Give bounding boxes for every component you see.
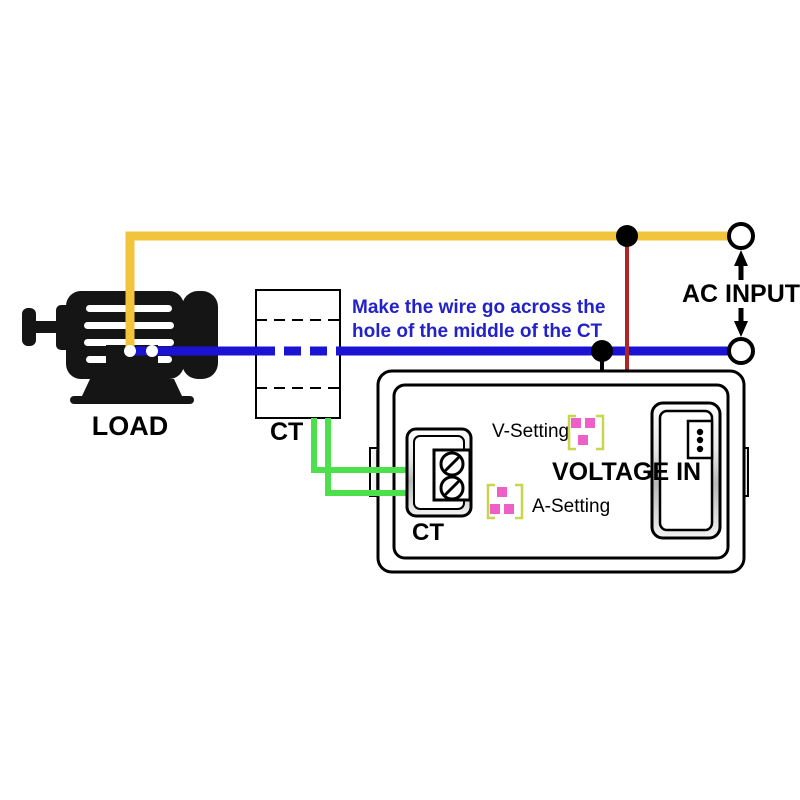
arrow-up-icon [734, 250, 748, 280]
motor-terminal-dot-live [124, 345, 136, 357]
motor-load-graphic: LOAD [22, 291, 218, 441]
v-setting-group[interactable]: V-Setting [492, 414, 605, 451]
voltage-in-label: VOLTAGE IN [552, 458, 701, 486]
motor-base-plinth [82, 379, 182, 396]
meter-ct-terminal-block[interactable]: CT [405, 427, 473, 546]
connector-pin-3 [696, 445, 704, 453]
motor-rear-bell [182, 291, 218, 379]
motor-shaft [36, 321, 58, 333]
connector-pin-2 [696, 436, 704, 444]
junction-dot-live [616, 225, 638, 247]
motor-shaft-cap [22, 308, 36, 346]
three-pin-connector-icon[interactable] [686, 419, 714, 460]
ct-instruction-note: Make the wire go across the hole of the … [352, 297, 605, 342]
ac-input-label: AC INPUT [682, 280, 800, 308]
ac-input-terminal-top[interactable] [727, 222, 755, 250]
arrow-down-icon [734, 308, 748, 337]
screw-terminal-icon[interactable] [439, 475, 465, 501]
note-line-2: hole of the middle of the CT [352, 321, 603, 342]
ac-input-group: AC INPUT [682, 222, 800, 365]
ac-input-terminal-bottom[interactable] [727, 337, 755, 365]
a-setting-label: A-Setting [532, 496, 610, 517]
note-line-1: Make the wire go across the [352, 297, 605, 318]
ct-terminal-label: CT [412, 519, 444, 546]
wire-live-yellow [125, 231, 740, 351]
motor-terminal-dot-neutral [146, 345, 158, 357]
ct-transformer-label: CT [270, 418, 303, 446]
voltage-in-module: VOLTAGE IN [552, 401, 722, 540]
junction-dot-neutral [591, 340, 613, 362]
v-setting-label: V-Setting [492, 421, 569, 442]
bracket-squares-icon [567, 414, 605, 451]
motor-base-foot [70, 396, 194, 404]
a-setting-group[interactable]: A-Setting [486, 483, 610, 520]
screw-terminal-icon[interactable] [439, 451, 465, 477]
load-label: LOAD [92, 411, 169, 441]
connector-pin-1 [696, 428, 704, 436]
bracket-squares-icon [486, 483, 524, 520]
